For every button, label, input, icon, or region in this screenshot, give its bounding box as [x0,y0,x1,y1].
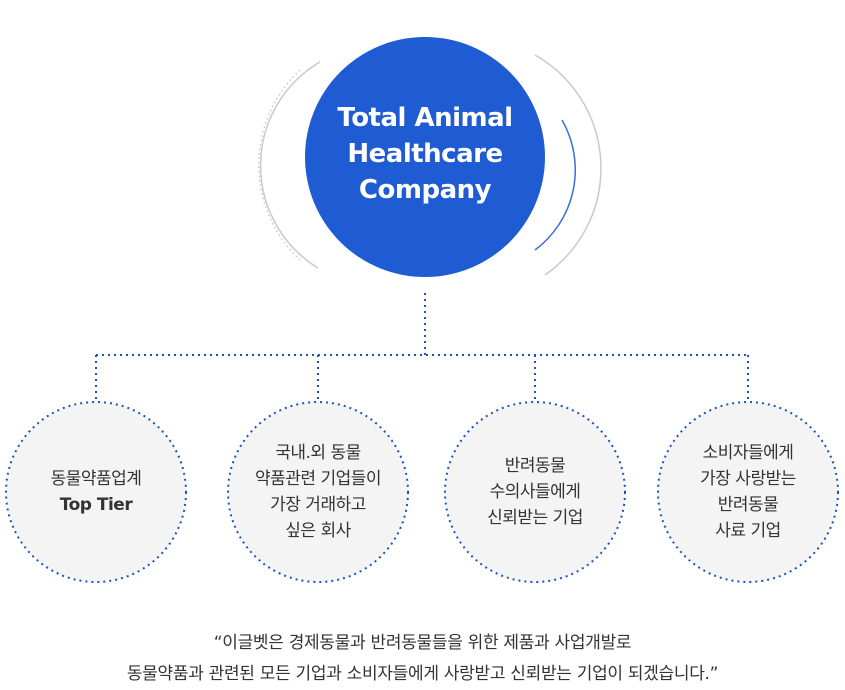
node-circle-2 [227,401,409,583]
node-label-line: 수의사들에게 [489,482,581,502]
center-title: Total Animal Healthcare Company [300,100,550,208]
node-label-line: 가장 사랑받는 [700,469,796,489]
node-circle-1 [5,401,187,583]
node-circle-4 [657,401,839,583]
node-label-2: 국내.외 동물 약품관련 기업들이 가장 거래하고 싶은 회사 [228,440,408,544]
node-label-3: 반려동물 수의사들에게 신뢰받는 기업 [445,453,625,531]
center-title-line: Company [358,175,492,205]
center-title-line: Healthcare [347,139,503,169]
outer-arc-right [534,54,602,276]
inner-arc-right-blue [534,119,576,251]
node-label-line: Top Tier [59,495,133,515]
quote-line: “이글벳은 경제동물과 반려동물들을 위한 제품과 사업개발로 [213,633,632,653]
node-label-4: 소비자들에게 가장 사랑받는 반려동물 사료 기업 [658,440,838,544]
node-label-line: 사료 기업 [715,521,781,541]
node-label-line: 약품관련 기업들이 [254,469,382,489]
outer-arc-left [259,61,321,269]
center-circle [305,37,545,277]
node-label-line: 가장 거래하고 [270,495,366,515]
node-label-line: 소비자들에게 [702,443,794,463]
outer-arc-left-dotted [258,69,301,261]
node-label-line: 반려동물 [504,456,566,476]
node-circle-3 [444,401,626,583]
node-label-1: 동물약품업계 Top Tier [6,466,186,518]
quote-line: 동물약품과 관련된 모든 기업과 소비자들에게 사랑받고 신뢰받는 기업이 되겠… [126,664,719,684]
node-label-line: 신뢰받는 기업 [487,508,583,528]
node-label-line: 국내.외 동물 [275,443,361,463]
node-label-line: 동물약품업계 [50,469,142,489]
node-label-line: 싶은 회사 [285,521,351,541]
node-label-line: 반려동물 [717,495,779,515]
mission-quote: “이글벳은 경제동물과 반려동물들을 위한 제품과 사업개발로 동물약품과 관련… [0,628,845,690]
center-title-line: Total Animal [337,103,513,133]
